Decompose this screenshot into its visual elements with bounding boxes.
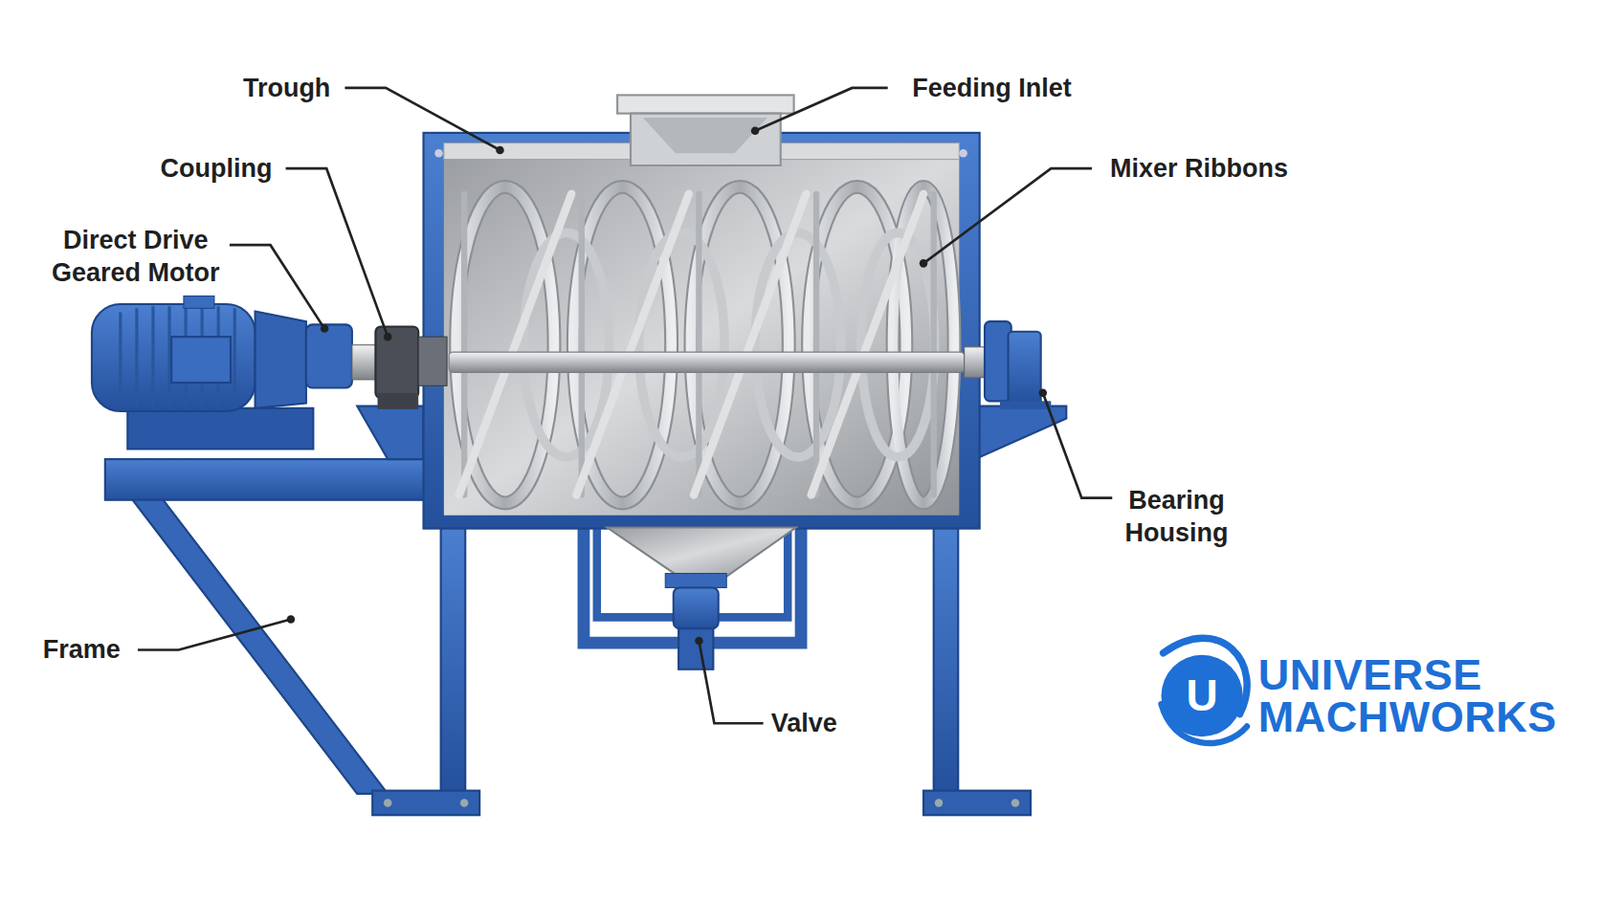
leader-lines — [137, 88, 1112, 724]
part-label: Direct Drive Geared Motor — [40, 223, 232, 290]
trough — [423, 133, 980, 530]
feeding-inlet — [617, 94, 794, 166]
logo-letter: U — [1171, 673, 1233, 718]
coupling — [352, 326, 447, 409]
logo-mark — [1160, 638, 1247, 744]
part-label: Coupling — [160, 152, 273, 186]
logo-wordmark: UNIVERSE MACHWORKS — [1258, 654, 1600, 739]
mixer-ribbons — [456, 186, 955, 504]
part-label: Trough — [243, 70, 331, 105]
leader-dots — [287, 126, 1047, 645]
geared-motor — [91, 295, 353, 449]
shaft — [448, 352, 964, 373]
part-label: Bearing Housing — [1113, 484, 1239, 551]
part-label: Feeding Inlet — [911, 70, 1072, 105]
part-label: Valve — [771, 707, 838, 741]
part-label: Frame — [43, 633, 121, 667]
part-label: Mixer Ribbons — [1110, 152, 1289, 186]
bearing-housing — [964, 321, 1052, 410]
